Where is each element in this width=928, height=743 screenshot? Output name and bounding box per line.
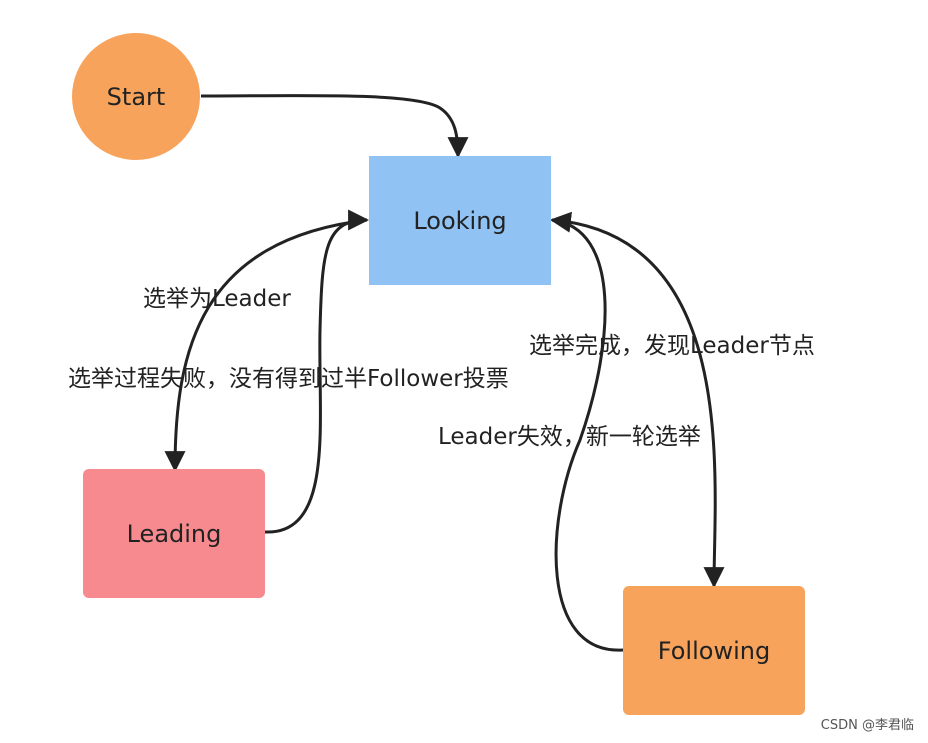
edge-label-elected-leader: 选举为Leader	[143, 286, 291, 312]
edge-looking-to-leading	[164, 218, 368, 473]
edge-leading-to-looking	[264, 209, 370, 534]
edge-following-to-looking	[549, 211, 624, 652]
edge-start-to-looking	[200, 94, 469, 159]
leading-node: Leading	[83, 469, 265, 598]
looking-node-label: Looking	[413, 206, 507, 235]
leading-node-label: Leading	[126, 519, 222, 548]
following-node-label: Following	[657, 636, 771, 665]
following-node: Following	[623, 586, 805, 715]
edge-label-leader-failed: Leader失效，新一轮选举	[438, 424, 701, 450]
looking-node: Looking	[369, 156, 551, 285]
start-node-label: Start	[106, 82, 166, 111]
watermark: CSDN @李君临	[820, 718, 914, 733]
edge-looking-to-following	[551, 218, 725, 589]
edge-label-election-failed: 选举过程失败，没有得到过半Follower投票	[68, 366, 509, 392]
start-node: Start	[72, 33, 200, 160]
edge-label-election-complete: 选举完成，发现Leader节点	[529, 333, 815, 359]
